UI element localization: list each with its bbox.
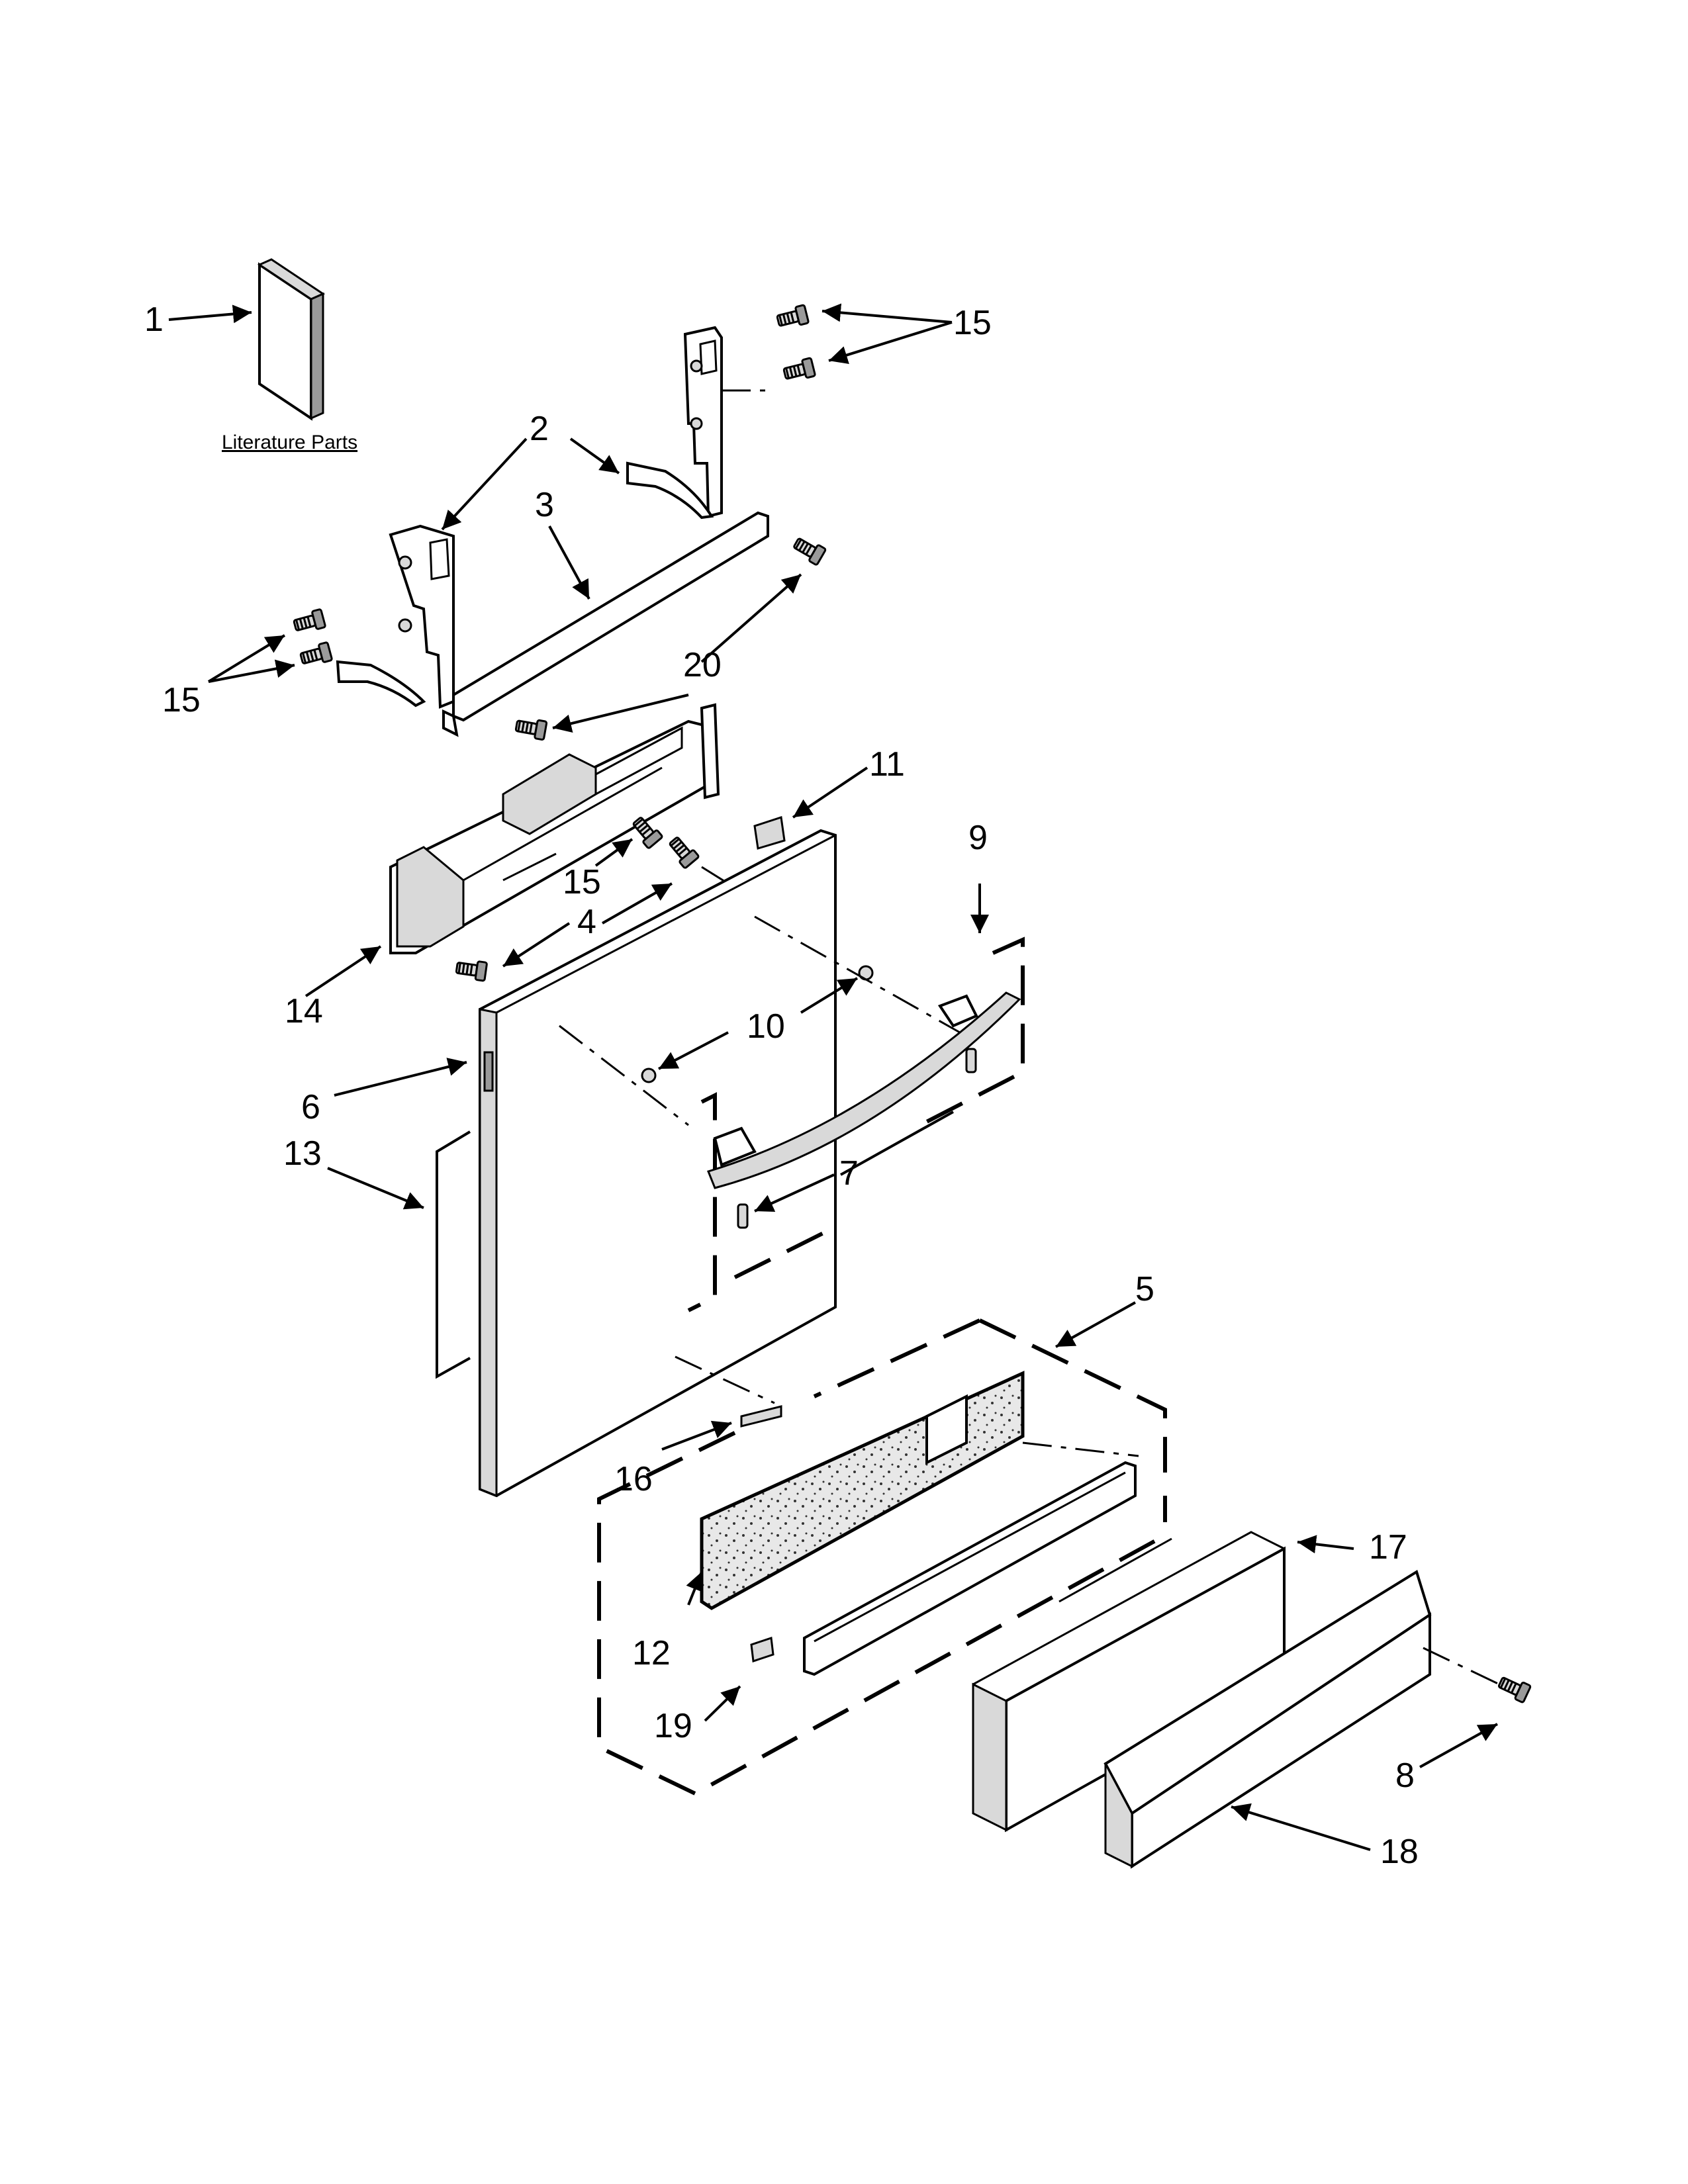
callout-2-arrow [569, 437, 620, 475]
callout-6: 6 [301, 1088, 320, 1126]
callout-10: 10 [747, 1007, 785, 1046]
control-panel-assembly [389, 703, 720, 954]
callout-3: 3 [535, 486, 554, 524]
pin-part [965, 1048, 977, 1073]
callout-15a: 15 [953, 304, 992, 342]
callout-14-arrow [305, 945, 382, 997]
callout-12: 12 [632, 1634, 671, 1672]
callout-6-arrow [334, 1058, 467, 1097]
lower-rail-strip [803, 1461, 1137, 1676]
handle-group-outline [919, 936, 1025, 1127]
callout-3-arrow [548, 525, 590, 600]
callout-15a-arrow [828, 321, 953, 365]
small-insert-part [740, 1405, 782, 1428]
callout-4-arrow [602, 882, 673, 925]
callout-15b-arrow [207, 634, 286, 683]
screw-icon [665, 833, 700, 870]
callout-15a-arrow [821, 303, 953, 324]
callout-1: 1 [144, 300, 164, 339]
callout-20-arrow [700, 573, 802, 663]
pin-part [737, 1203, 749, 1229]
screw-icon [514, 715, 548, 741]
callout-15c: 15 [563, 863, 601, 901]
callout-18-arrow [1231, 1803, 1371, 1851]
callout-10-arrow [658, 1031, 729, 1070]
clip-part [753, 816, 786, 850]
callout-9: 9 [968, 819, 988, 857]
callout-15b: 15 [162, 681, 201, 719]
callout-7-arrow [840, 1111, 954, 1176]
callout-2-arrow [441, 437, 528, 531]
callout-4-arrow [502, 922, 571, 968]
callout-15b-arrow [208, 659, 295, 683]
insulation-group-outline [978, 1318, 1167, 1522]
callout-18: 18 [1380, 1833, 1419, 1871]
screw-icon [781, 357, 817, 384]
callout-11-arrow [792, 766, 868, 819]
screw-icon [298, 641, 334, 669]
right-hinge-bracket [626, 326, 768, 520]
callout-4: 4 [577, 903, 596, 941]
callout-16-arrow [661, 1420, 732, 1451]
callout-17-arrow [1297, 1535, 1354, 1554]
callout-20: 20 [683, 646, 722, 684]
callout-12-arrow [686, 1571, 704, 1606]
door-panel [479, 829, 837, 1498]
callout-16: 16 [614, 1460, 653, 1498]
callout-19: 19 [654, 1707, 692, 1745]
callout-5-arrow [1055, 1301, 1136, 1348]
door-handle [707, 991, 1021, 1189]
literature-parts-caption: Literature Parts [222, 432, 357, 453]
callout-19-arrow [704, 1685, 741, 1722]
callout-10-arrow [800, 977, 859, 1014]
callout-13: 13 [283, 1134, 322, 1173]
top-rail [442, 511, 769, 737]
kick-plate [972, 1531, 1286, 1833]
callout-20-arrow [552, 694, 689, 733]
screw-icon [790, 533, 827, 567]
screw-icon [454, 957, 489, 982]
callout-13-arrow [327, 1167, 424, 1210]
callout-11: 11 [869, 745, 905, 784]
screw-icon [774, 304, 810, 331]
callout-7: 7 [839, 1154, 859, 1193]
callout-8: 8 [1395, 1756, 1415, 1795]
access-panel [1103, 1569, 1432, 1869]
callout-15c-arrow [594, 838, 633, 867]
screw-icon [291, 608, 327, 636]
callout-1-arrow [168, 304, 252, 324]
callout-7-arrow [754, 1173, 835, 1212]
literature-booklet [257, 258, 326, 421]
clip-part [750, 1636, 774, 1663]
screw-icon [1495, 1672, 1532, 1704]
callout-5: 5 [1135, 1270, 1154, 1308]
callout-2: 2 [530, 410, 549, 448]
nut-part [641, 1068, 657, 1083]
callout-17: 17 [1369, 1528, 1407, 1567]
callout-14: 14 [285, 992, 323, 1030]
door-seal [436, 1130, 471, 1379]
left-hinge-bracket [336, 524, 455, 709]
callout-8-arrow [1419, 1723, 1498, 1768]
